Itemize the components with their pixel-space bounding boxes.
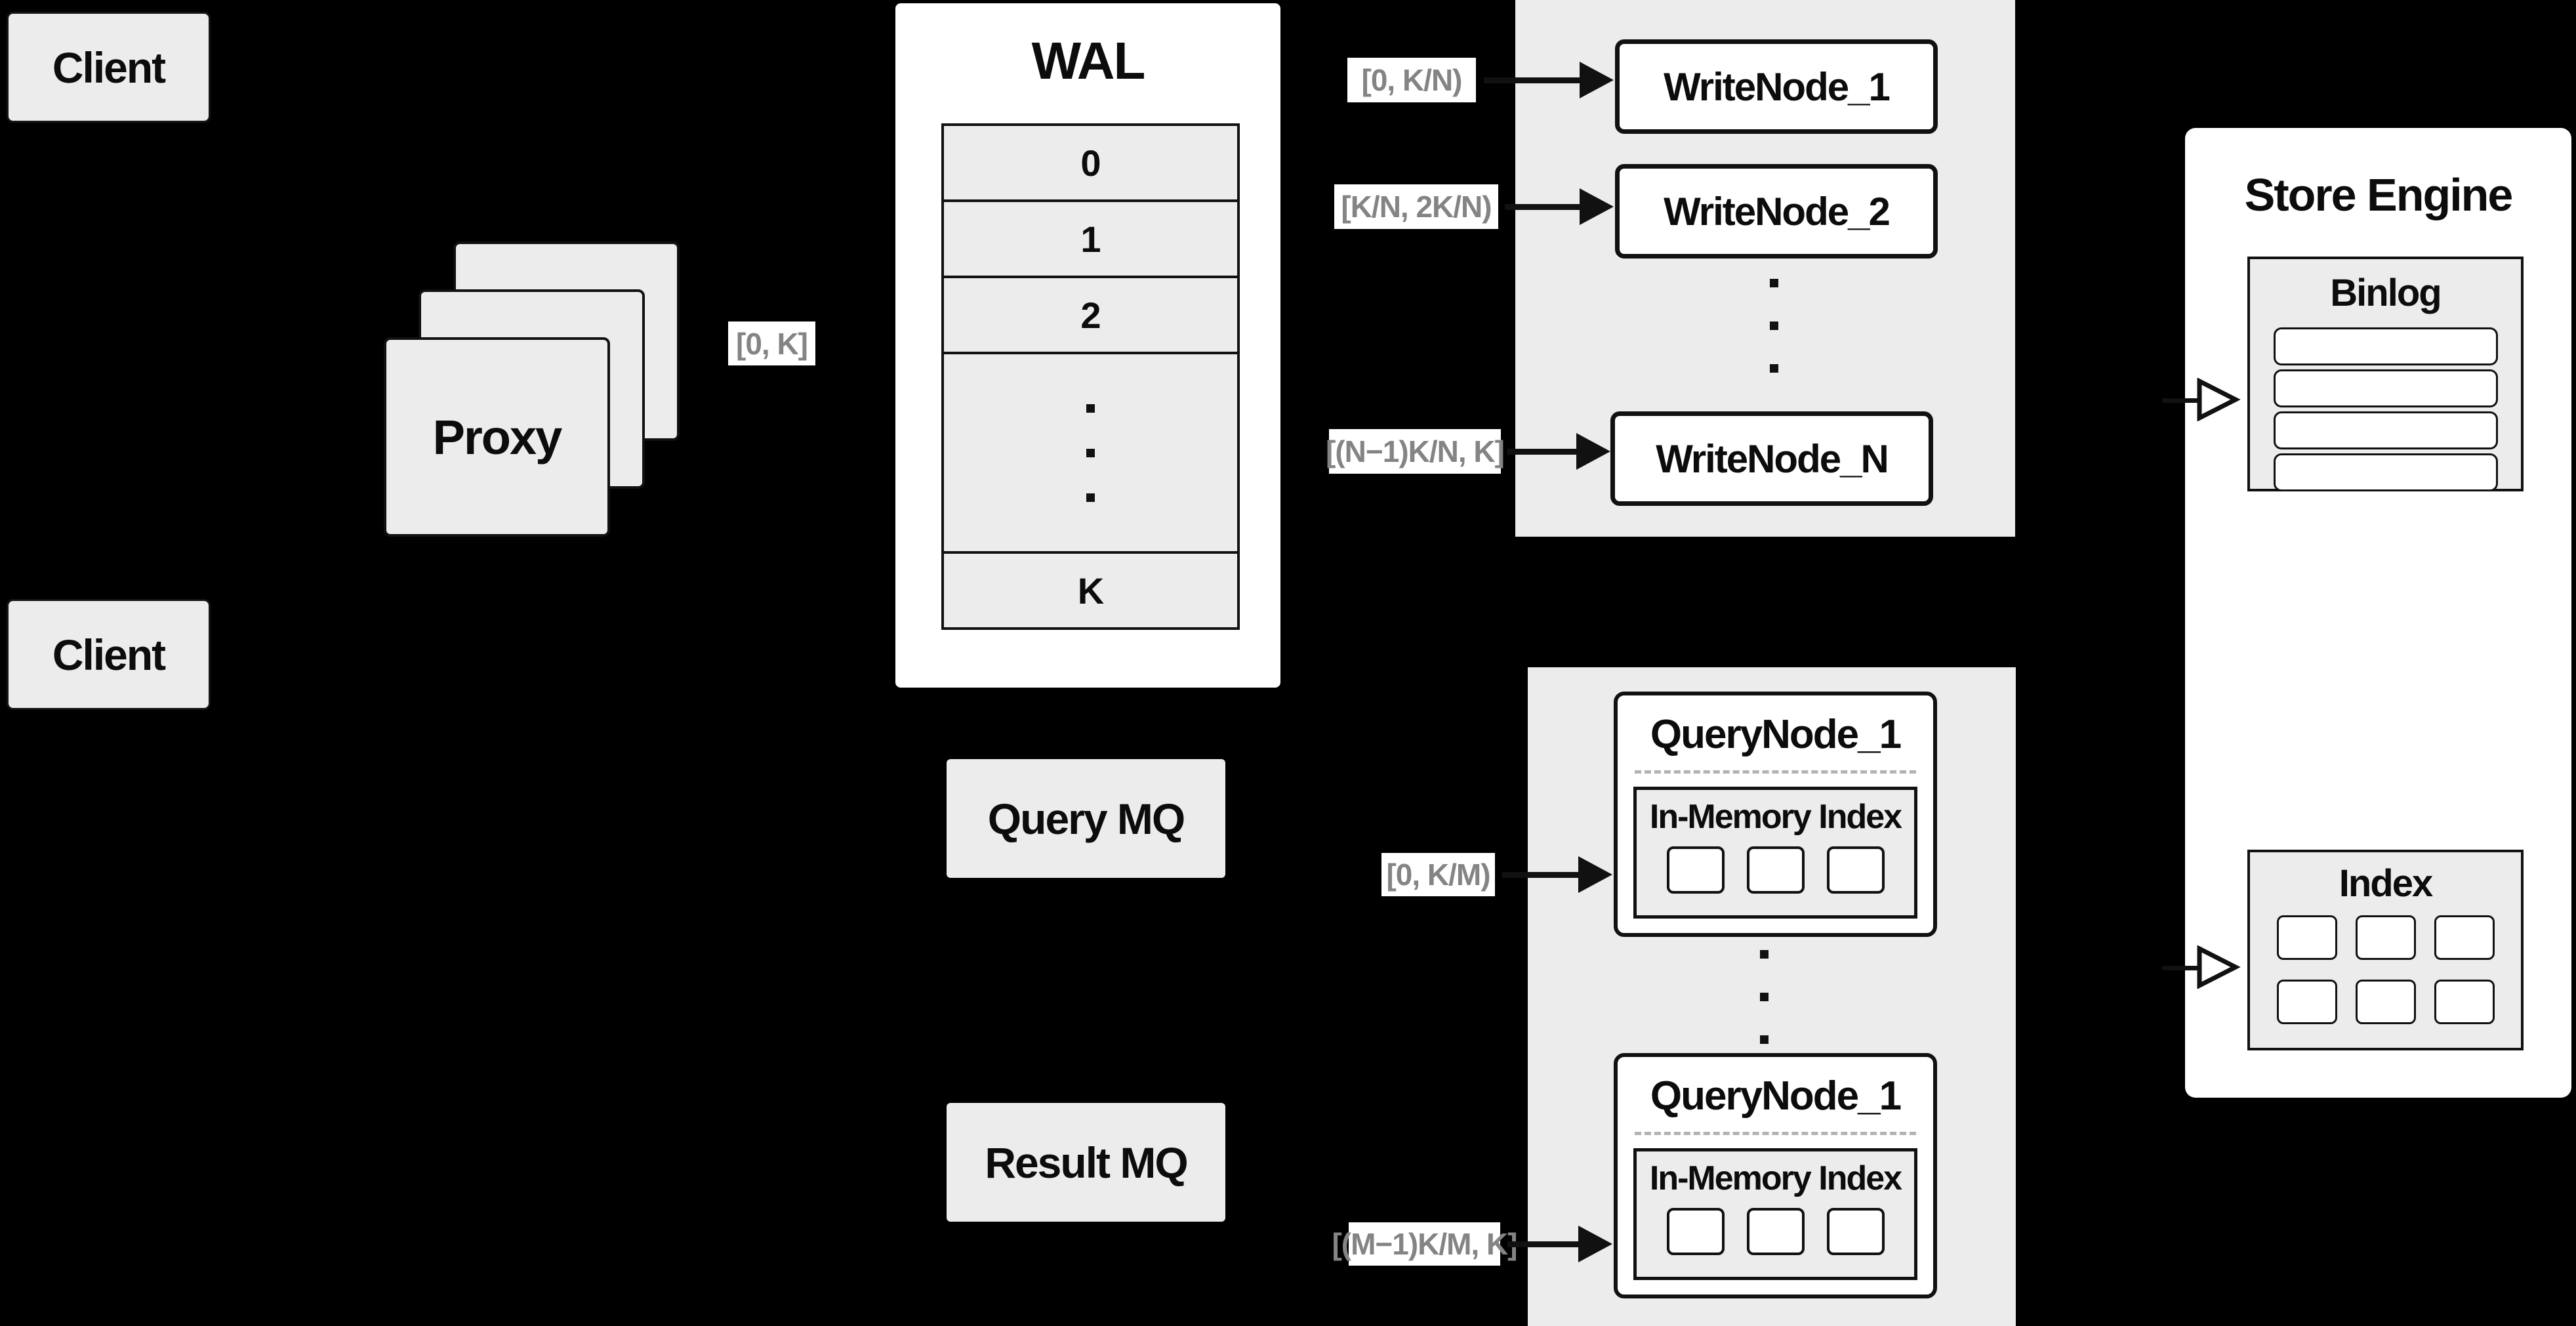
query-node-top-label: QueryNode_1 [1650,712,1902,757]
index-segment-cell [1746,1208,1805,1255]
in-memory-index-label: In-Memory Index [1649,1159,1902,1197]
range-chip-writenode-n: [(N−1)K/N, K] [1326,429,1505,474]
write-node-ellipsis [1770,279,1778,373]
write-node-1-label: WriteNode_1 [1664,64,1891,109]
wal-ellipsis-row [944,354,1237,554]
client-box-top: Client [7,12,211,123]
open-arrowhead-index-icon [2197,945,2241,989]
proxy-label: Proxy [432,409,563,465]
store-engine-title: Store Engine [2244,169,2514,220]
in-memory-index-box: In-Memory Index [1633,787,1917,919]
arrow-to-querynode-bottom-icon [1507,1226,1612,1262]
ellipsis-dot [1770,364,1778,373]
client-bottom-label: Client [52,630,166,679]
index-segment-cell [1826,846,1885,894]
index-segment-row [1666,1208,1885,1255]
store-index-title: Index [2339,862,2433,905]
ellipsis-dot [1086,448,1095,457]
index-segment-cell [2276,980,2337,1024]
range-chip-writenode-2: [K/N, 2K/N) [1334,184,1498,229]
query-node-bottom: QueryNode_1 In-Memory Index [1614,1053,1937,1298]
index-segment-cell [2276,915,2337,960]
client-top-label: Client [52,43,166,92]
binlog-title: Binlog [2330,272,2442,314]
range-chip-querynode-bottom: [(M−1)K/M, K] [1332,1222,1518,1266]
ellipsis-dot [1086,493,1095,502]
ellipsis-dot [1760,950,1768,959]
write-node-1: WriteNode_1 [1615,39,1938,134]
binlog-row [2273,369,2498,407]
ellipsis-dot [1086,404,1095,413]
wal-segment-row: 1 [944,202,1237,278]
store-index-grid [2276,915,2495,1024]
write-node-2-label: WriteNode_2 [1664,189,1891,234]
write-node-n-label: WriteNode_N [1656,436,1889,481]
arrow-to-writenode-1-icon [1484,62,1614,98]
binlog-row [2273,453,2498,491]
query-node-top: QueryNode_1 In-Memory Index [1614,692,1937,937]
range-chip-0-k: [0, K] [728,321,815,365]
query-mq-label: Query MQ [987,794,1185,843]
wal-title: WAL [1031,31,1146,90]
index-segment-cell [1826,1208,1885,1255]
in-memory-index-label: In-Memory Index [1649,798,1902,836]
result-mq-box: Result MQ [947,1103,1225,1222]
index-segment-cell [2355,980,2416,1024]
binlog-row [2273,411,2498,449]
result-mq-label: Result MQ [985,1138,1188,1187]
client-box-bottom: Client [7,599,211,710]
query-mq-box: Query MQ [947,759,1225,878]
index-segment-cell [1666,1208,1725,1255]
index-segment-row [1666,846,1885,894]
index-segment-cell [1746,846,1805,894]
range-chip-writenode-1: [0, K/N) [1347,58,1476,102]
dashed-separator [1635,1132,1916,1135]
arrow-to-querynode-top-icon [1502,856,1612,893]
wal-segment-row: 2 [944,278,1237,354]
index-segment-cell [2434,915,2495,960]
wal-segment-table: 0 1 2 K [941,123,1240,630]
binlog-box: Binlog [2247,257,2524,491]
index-segment-cell [1666,846,1725,894]
arrow-to-writenode-n-icon [1507,433,1610,470]
binlog-rows [2273,327,2498,491]
write-node-n: WriteNode_N [1610,411,1933,506]
ellipsis-dot [1770,321,1778,330]
dashed-separator [1635,770,1916,774]
index-segment-cell [2434,980,2495,1024]
wal-panel: WAL 0 1 2 K [895,3,1280,688]
range-chip-querynode-top: [0, K/M) [1381,853,1495,896]
binlog-row [2273,327,2498,365]
index-segment-cell [2355,915,2416,960]
wal-segment-row: 0 [944,126,1237,202]
open-arrow-to-index-icon [2162,966,2208,970]
open-arrowhead-binlog-icon [2197,378,2241,421]
arrow-to-writenode-2-icon [1505,188,1614,225]
query-node-ellipsis [1760,950,1768,1044]
ellipsis-dot [1770,279,1778,287]
in-memory-index-box: In-Memory Index [1633,1148,1917,1280]
write-node-2: WriteNode_2 [1615,164,1938,259]
ellipsis-dot [1760,1035,1768,1044]
store-index-box: Index [2247,850,2524,1050]
open-arrow-to-binlog-icon [2162,398,2208,403]
wal-segment-row: K [944,554,1237,627]
ellipsis-dot [1760,993,1768,1001]
proxy-card-front: Proxy [384,337,610,537]
query-node-bottom-label: QueryNode_1 [1650,1073,1902,1119]
